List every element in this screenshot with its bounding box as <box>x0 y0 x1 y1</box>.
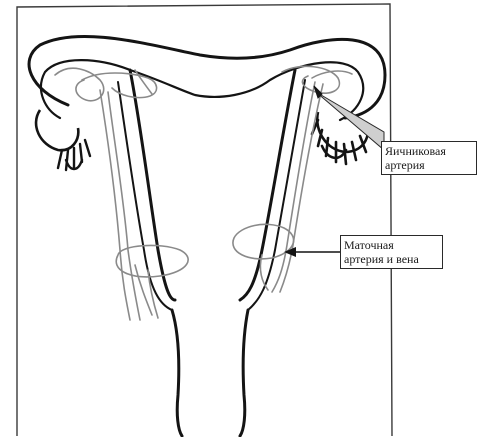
uterine-artery-vein-label: Маточная артерия и вена <box>340 235 443 269</box>
cervix-left <box>172 310 182 436</box>
uterus-left-wall-outer <box>130 70 175 300</box>
ovarian-artery-label: Яичниковая артерия <box>381 141 477 175</box>
cervix-right <box>240 310 248 436</box>
blood-vessels <box>55 66 352 320</box>
